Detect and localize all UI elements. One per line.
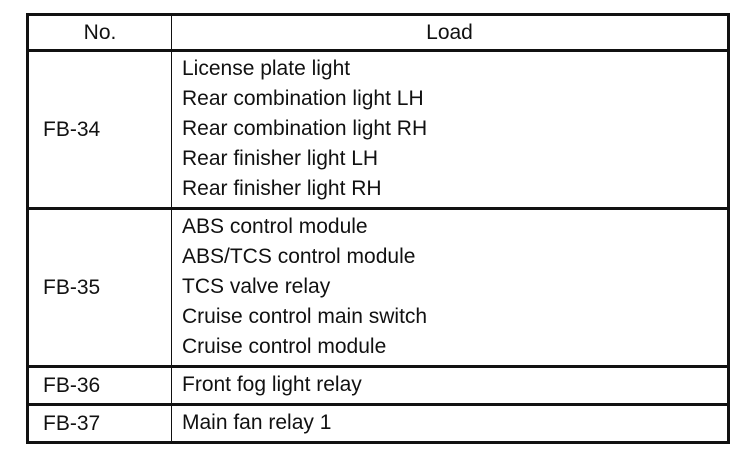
load-item: Rear finisher light RH	[182, 177, 382, 200]
load-list: Main fan relay 1	[171, 404, 729, 443]
header-no: No.	[27, 14, 172, 52]
fuse-number: FB-36	[27, 366, 172, 406]
table-row: FB-36 Front fog light relay	[27, 366, 729, 406]
fuse-number: FB-34	[27, 50, 172, 210]
load-list: Front fog light relay	[171, 366, 729, 406]
header-row: No. Load	[27, 14, 729, 52]
table-row: FB-35 ABS control module ABS/TCS control…	[27, 208, 729, 368]
load-item: License plate light	[182, 57, 351, 80]
load-item: Rear combination light RH	[182, 117, 428, 140]
load-item: Rear combination light LH	[182, 87, 424, 110]
load-item: Cruise control module	[182, 335, 387, 358]
table-row: FB-37 Main fan relay 1	[27, 404, 729, 443]
fuse-number: FB-37	[27, 404, 172, 443]
header-load: Load	[171, 14, 729, 52]
load-item: Cruise control main switch	[182, 305, 428, 328]
load-item: Rear finisher light LH	[182, 147, 379, 170]
load-item: Front fog light relay	[182, 373, 362, 396]
load-list: ABS control module ABS/TCS control modul…	[171, 208, 729, 368]
fuse-number: FB-35	[27, 208, 172, 368]
table-row: FB-34 License plate light Rear combinati…	[27, 50, 729, 210]
load-list: License plate light Rear combination lig…	[171, 50, 729, 210]
load-item: Main fan relay 1	[182, 411, 332, 434]
fuse-load-table: No. Load FB-34 License plate light Rear …	[26, 13, 730, 444]
load-item: TCS valve relay	[182, 275, 331, 298]
load-item: ABS control module	[182, 215, 368, 238]
load-item: ABS/TCS control module	[182, 245, 416, 268]
